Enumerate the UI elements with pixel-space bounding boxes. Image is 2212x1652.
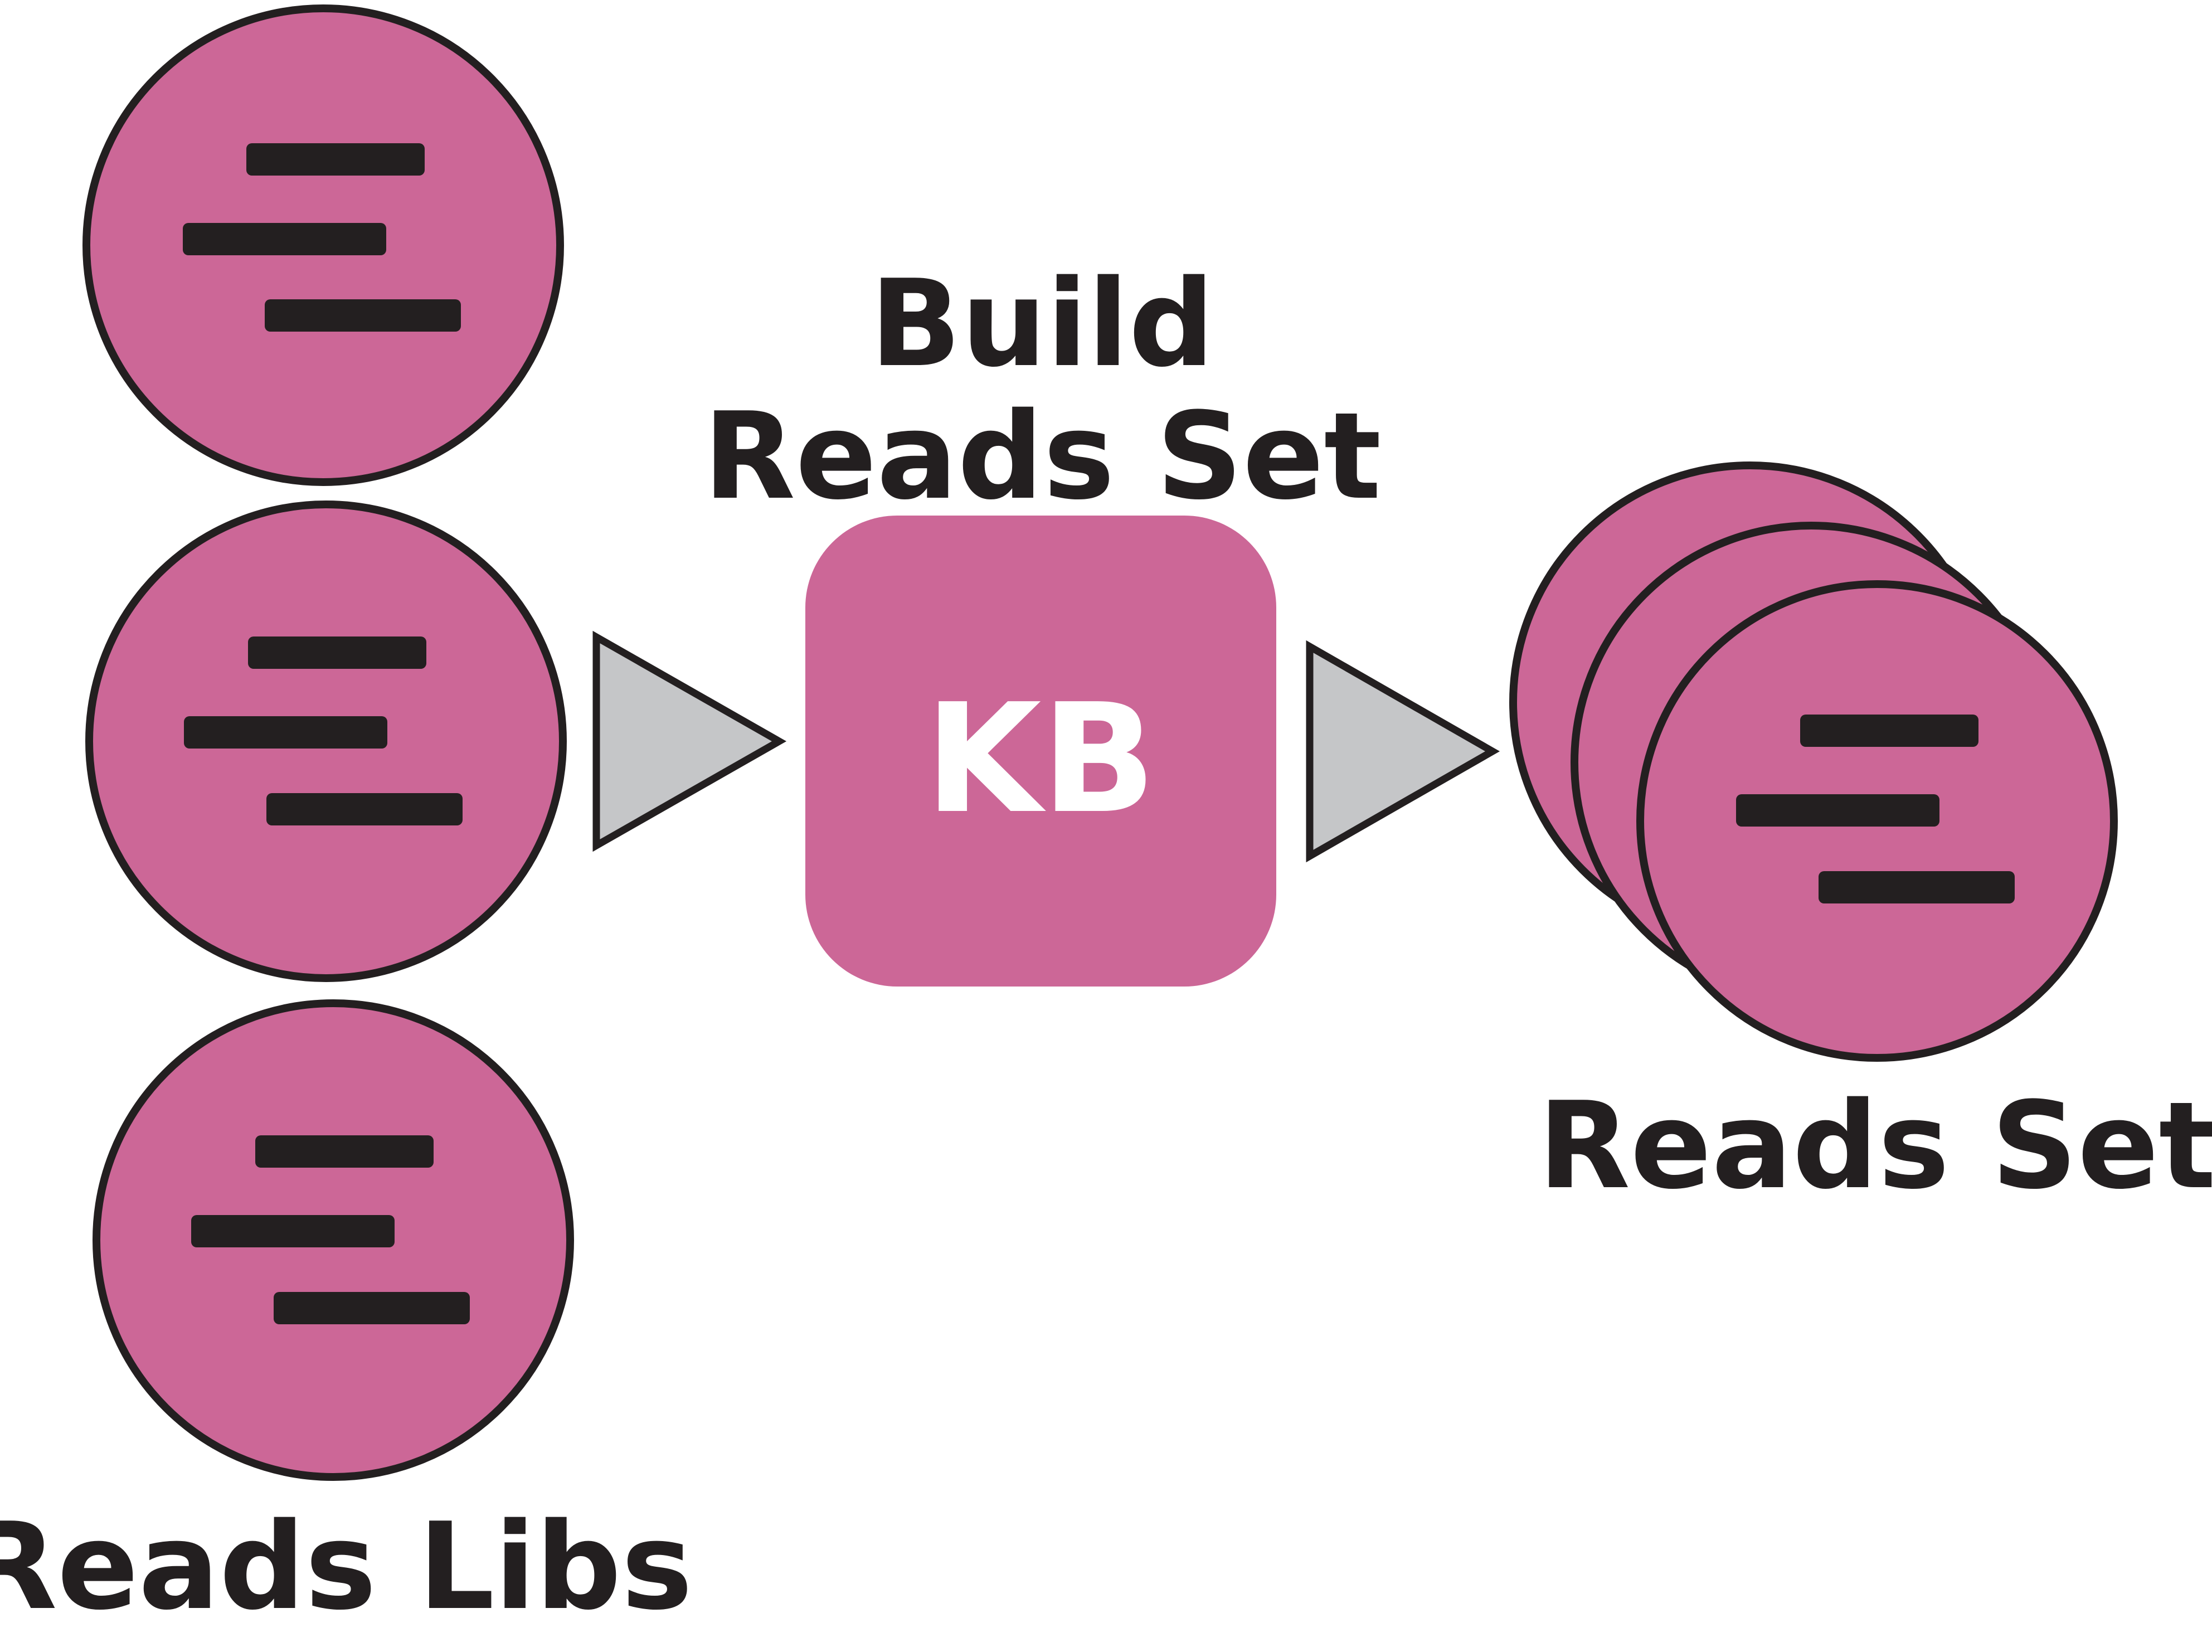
- reads-libs-label: Reads Libs: [0, 1496, 693, 1636]
- reads-library-1: [82, 4, 564, 486]
- reads-library-2: [85, 501, 567, 982]
- reads-set-stack: [1509, 461, 2118, 1062]
- list-lines-icon: [183, 143, 461, 332]
- triangle-arrow-icon: [592, 630, 787, 852]
- kb-box: KB: [805, 516, 1276, 987]
- build-label-line1: Build: [870, 254, 1214, 393]
- reads-set-label: Reads Set: [1538, 1076, 2212, 1216]
- reads-library-3: [93, 999, 574, 1481]
- list-lines-icon: [1736, 715, 2015, 903]
- list-lines-icon: [191, 1135, 470, 1324]
- list-lines-icon: [184, 636, 463, 825]
- build-label-line2: Reads Set: [703, 386, 1382, 526]
- kb-label: KB: [925, 671, 1156, 847]
- triangle-arrow-icon: [1306, 640, 1500, 863]
